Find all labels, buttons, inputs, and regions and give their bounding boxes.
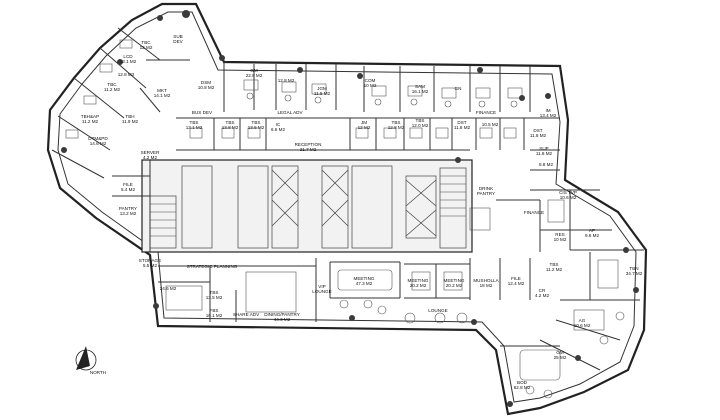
lift-shaft-4 [321, 165, 349, 249]
building-inner-outline [57, 11, 637, 403]
furniture [65, 39, 619, 381]
room-label-n128b: 12.8 M2 [278, 78, 295, 83]
core-block [141, 159, 473, 253]
east-partitions [496, 149, 644, 371]
room-label-gn: GN [455, 86, 462, 91]
lift-shaft-6 [405, 175, 437, 239]
lift-shaft-1 [181, 165, 213, 249]
room-label-n105: 10.5 M2 [482, 122, 499, 127]
plants [61, 10, 639, 407]
core-crosses [271, 169, 437, 237]
room-label-n128: 12.8 M2 [118, 72, 135, 77]
west-partitions [51, 27, 190, 252]
north-partitions [176, 62, 560, 151]
room-label-n88: 8.8 M2 [539, 162, 553, 167]
compass-label: NORTH [90, 370, 106, 375]
room-label-legal: LEGAL ADV [277, 110, 303, 115]
room-label-finance2: FINANCE [524, 210, 544, 215]
room-label-bus: BUS DEV [192, 110, 213, 115]
room-label-finance1: FINANCE [476, 110, 496, 115]
room-label-n246: 24.6 M2 [160, 286, 177, 291]
compass-arrow-icon [76, 346, 90, 370]
lift-shaft-3 [271, 165, 299, 249]
room-label-strategic: STRATEGIC PLANNING [187, 264, 238, 269]
chairs [246, 92, 625, 399]
lift-shaft-5 [351, 165, 393, 249]
south-partitions [158, 258, 531, 322]
lift-shaft-2 [237, 165, 269, 249]
room-label-lounge: LOUNGE [428, 308, 447, 313]
room-label-shareadv: SHARE ADV [233, 312, 260, 317]
stair-treads [150, 175, 466, 237]
compass: NORTH [75, 346, 106, 375]
building-outline [46, 2, 648, 416]
